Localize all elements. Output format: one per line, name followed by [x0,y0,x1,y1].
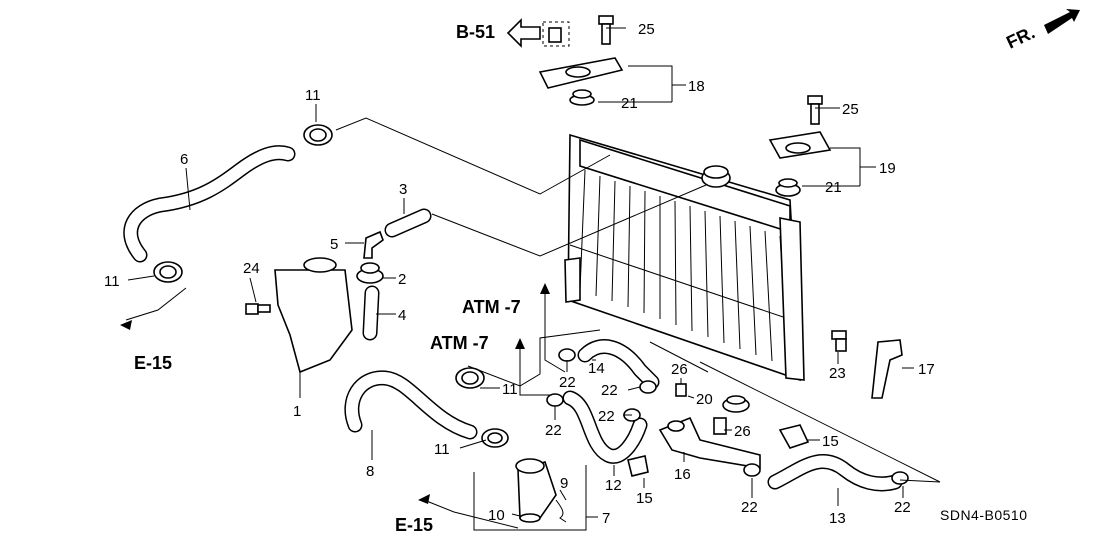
atf-hose-13 [767,454,903,492]
diagram-code: SDN4-B0510 [940,507,1028,523]
callout-11-left: 11 [104,273,120,290]
ref-b51: B-51 [456,22,495,42]
hose-clamp-11-left [153,261,183,283]
right-mount-bracket [768,131,832,159]
callout-11-mid: 11 [502,381,518,398]
fr-direction-arrow [1044,9,1080,34]
ref-atm7-lower: ATM -7 [430,333,489,353]
upper-mount-bracket [538,21,624,89]
upper-radiator-hose [123,145,296,263]
tank-cap-2 [356,262,384,284]
grommet-21-right [775,178,801,197]
fitting-20 [722,395,750,413]
hose-clamp-11-mid [455,367,485,389]
ref-e15-bottom: E-15 [395,515,433,535]
bolt-25-right [807,95,823,125]
callout-22-a: 22 [559,374,576,391]
atm7-arrow-upper [540,283,550,294]
callout-16: 16 [674,466,691,483]
o-ring-10 [519,513,541,523]
callout-25-top: 25 [638,21,655,38]
atf-hose-12 [562,390,648,464]
hose-clamp-11-low [481,428,509,448]
callout-22-d: 22 [598,408,615,425]
bolt-26-b [713,417,727,435]
callout-9: 9 [560,475,568,492]
hose-clamp-11-top [303,124,333,146]
callout-22-b: 22 [601,382,618,399]
callout-14: 14 [588,360,605,377]
callout-23: 23 [829,365,846,382]
bolt-26-a [675,383,687,397]
callout-10: 10 [488,507,505,524]
callout-26-b: 26 [734,423,751,440]
direction-label: FR. [1003,22,1038,52]
grommet-21-top [569,89,595,106]
callout-21-right: 21 [825,179,842,196]
callout-2: 2 [398,271,406,288]
callout-15-right: 15 [822,433,839,450]
leader-lines [125,27,941,531]
callout-6: 6 [180,151,188,168]
callout-12: 12 [605,477,622,494]
callout-24: 24 [243,260,260,277]
lower-radiator-hose [344,370,478,440]
callout-22-c: 22 [545,422,562,439]
callout-22-e: 22 [741,499,758,516]
reserve-tank [274,257,353,374]
bracket-17 [871,339,903,399]
clip-15-right [778,424,810,449]
callout-20: 20 [696,391,713,408]
callout-11-low: 11 [434,441,450,458]
callout-13: 13 [829,510,846,527]
radiator-cap [701,165,731,188]
bolt-24 [245,303,271,315]
callout-25-right: 25 [842,101,859,118]
callout-3: 3 [399,181,407,198]
radiator [564,133,805,382]
callout-1: 1 [293,403,301,420]
drain-plug-23 [831,330,847,352]
bolt-25-top [598,15,614,45]
clip-15-low [627,455,649,477]
callout-4: 4 [398,307,406,324]
siphon-tube-4 [362,285,380,341]
callout-18: 18 [688,78,705,95]
e15-arrow-bottom [418,494,430,504]
joint-5 [363,230,384,259]
callout-7: 7 [602,510,610,527]
e15-arrow-left [120,320,132,330]
callout-26-a: 26 [671,361,688,378]
callout-15-low: 15 [636,490,653,507]
gasket-9 [555,499,567,523]
callout-22-f: 22 [894,499,911,516]
callout-11-top: 11 [305,87,321,104]
ref-atm7-upper: ATM -7 [462,297,521,317]
overflow-tube-3 [384,208,432,238]
b51-arrow [506,18,541,48]
atf-hose-14 [577,339,660,390]
callout-17: 17 [918,361,935,378]
callout-8: 8 [366,463,374,480]
water-outlet-7 [515,458,557,519]
callout-19: 19 [879,160,896,177]
atf-pipe-16 [658,416,761,469]
ref-e15-left: E-15 [134,353,172,373]
callout-5: 5 [330,236,338,253]
atm7-arrow-lower [515,338,525,349]
callout-21-top: 21 [621,95,638,112]
